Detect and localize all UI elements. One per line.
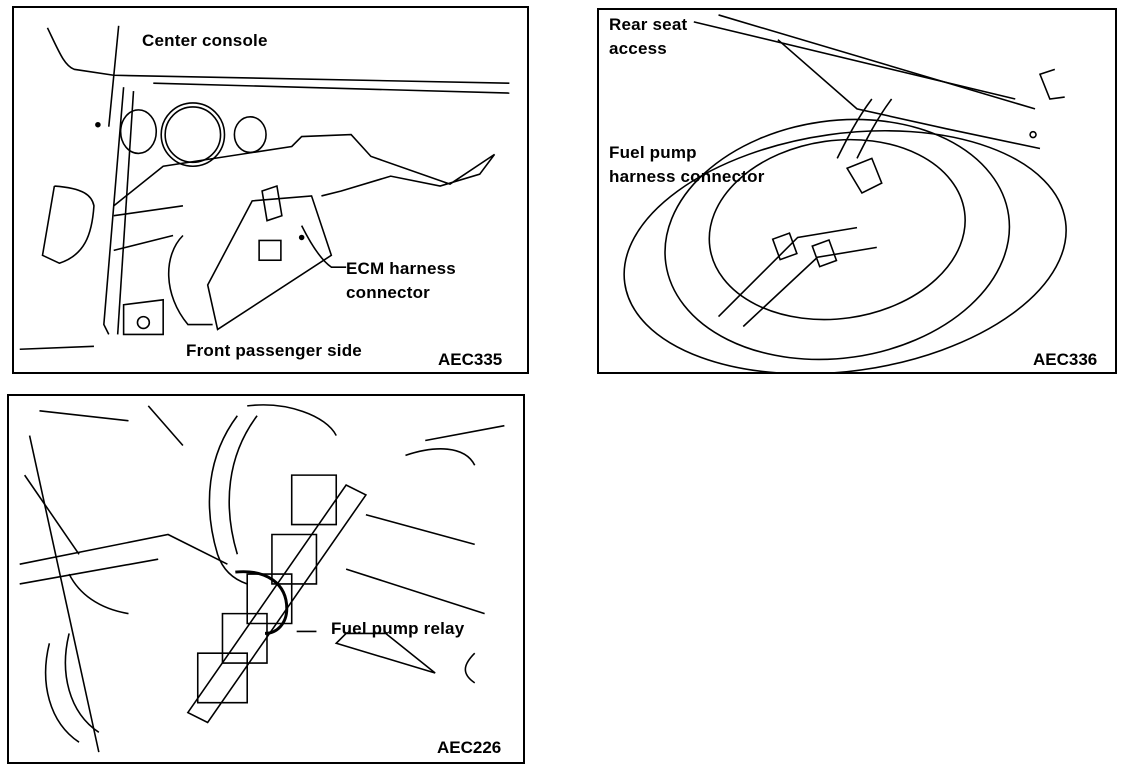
figure-ecm-harness-connector: Center console ECM harness connector Fro… bbox=[12, 6, 529, 374]
front-passenger-side-label: Front passenger side bbox=[186, 341, 362, 360]
center-console-label: Center console bbox=[142, 31, 268, 50]
ecm-harness-label-line2: connector bbox=[346, 283, 430, 302]
fuel-pump-illustration bbox=[623, 14, 1067, 372]
figure-code: AEC335 bbox=[438, 350, 503, 369]
figure-fuel-pump-harness-connector: Rear seat access Fuel pump harness conne… bbox=[597, 8, 1117, 374]
rear-seat-access-label-line1: Rear seat bbox=[609, 15, 688, 34]
ecm-illustration bbox=[19, 25, 510, 351]
fuel-pump-harness-label-line2: harness connector bbox=[609, 167, 765, 186]
rear-seat-access-label-line2: access bbox=[609, 39, 667, 58]
relay-illustration bbox=[19, 404, 505, 753]
fuel-pump-harness-label-line1: Fuel pump bbox=[609, 143, 697, 162]
figure-code: AEC226 bbox=[437, 738, 502, 757]
figure-code: AEC336 bbox=[1033, 350, 1098, 369]
ecm-harness-label-line1: ECM harness bbox=[346, 259, 456, 278]
fuel-pump-relay-label: Fuel pump relay bbox=[331, 619, 465, 638]
figure-fuel-pump-relay: Fuel pump relay AEC226 bbox=[7, 394, 525, 764]
